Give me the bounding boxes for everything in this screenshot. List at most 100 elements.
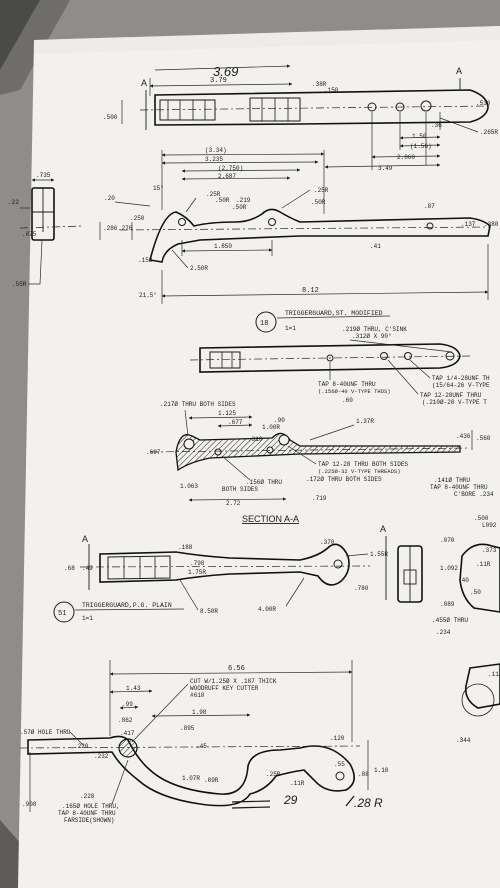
dim-3-49: 3.49 [378,165,393,172]
note-210-28: (.210Ø-28 V-TYPE T [422,399,487,406]
dim-560: .560 [476,435,491,442]
dim-50r-b: .50R [232,204,247,211]
dim-1-00r: 1.00R [262,424,280,431]
note-cbore-234: C'BORE .234 [454,491,494,498]
dim-436: .436 [456,433,471,440]
note-172-thru: .172Ø THRU BOTH SIDES [306,476,382,483]
dim-150: .150 [324,87,339,94]
label-18-title: TRIGGERGUARD,ST. MODIFIED [285,310,383,317]
dim-50r-c: .50R [311,199,326,206]
dim-798: .798 [190,560,205,567]
dim-500-right: .500 [474,515,489,522]
label-18-number: 18 [260,320,268,328]
dim-1-56: (1.56) [410,143,432,150]
note-woodruff: WOODRUFF KEY CUTTER [190,685,259,692]
dim-1-063: 1.063 [180,483,198,490]
handwritten-29: 29 [283,793,298,807]
section-a-a-title: SECTION A-A [242,514,299,524]
label-18-scale: 1=1 [285,325,296,332]
dim-60: .60 [342,397,353,404]
dim-11r: .11R [476,561,491,568]
dim-1-43: 1.43 [126,685,141,692]
pg-section-marker-left: A [82,534,88,544]
dim-417: .417 [120,730,135,737]
note-cut: CUT W/1.25Ø X .187 THICK [190,678,277,685]
mid-plan-view: .219Ø THRU, C'SINK .312Ø X 90° TAP 8-40U… [189,326,490,406]
note-217-thru: .217Ø THRU BOTH SIDES [160,401,236,408]
note-219-thru: .219Ø THRU, C'SINK [342,326,407,333]
note-tap-12-28: TAP 12-28UNF THRU [420,392,482,399]
dim-6-56: 6.56 [228,665,245,673]
dim-373: .373 [482,547,497,554]
dim-1-18: 1.18 [374,767,389,774]
dim-38r: .38R [312,81,327,88]
dim-1-75r: 1.75R [188,569,206,576]
pg-section-marker-right: A [380,524,386,534]
dim-45: .45 [196,743,207,750]
note-312-csink: .312Ø X 90° [352,333,392,340]
dim-3-79: 3.79 [210,77,227,85]
dim-120: .120 [330,735,345,742]
section-a-a-view: .217Ø THRU BOTH SIDES 1.125 .677 .90 1.0… [146,401,494,524]
dim-265r: .265R [480,129,498,136]
dim-l092: L092 [482,522,497,529]
dim-1-850: 1.850 [214,243,232,250]
note-57-hole: .57Ø HOLE THRU [20,729,71,736]
dim-8-50r: 8.50R [200,608,218,615]
dim-2-72: 2.72 [226,500,241,507]
note-tap-8-40-thru: TAP 8-40UNF THRU [430,484,488,491]
dim-21-5: 21.5° [139,292,157,299]
dim-344: .344 [456,737,471,744]
note-tap-8-40-farside: TAP 8-40UNF THRU [58,810,116,817]
dim-41: .41 [370,243,381,250]
dim-276: .276 [118,225,133,232]
dim-735: .735 [36,172,51,179]
dim-2-687: 2.687 [218,173,236,180]
dim-220: .220 [74,743,89,750]
dim-530: .530 [476,100,491,107]
dim-370: .370 [320,539,335,546]
dim-90: .90 [274,417,285,424]
view-label-18: 18 TRIGGERGUARD,ST. MODIFIED 1=1 [255,310,391,333]
note-cutter-610: #610 [190,692,205,699]
dim-99: .99 [122,701,133,708]
dim-1-07r: 1.07R [182,775,200,782]
dim-50r-a: .50R [215,197,230,204]
dim-11-right: .11 [488,671,499,678]
dim-89r: .89R [204,777,219,784]
dim-780: .780 [354,585,369,592]
dim-089: .089 [440,601,455,608]
dim-3-34: (3.34) [205,147,227,154]
label-51-scale: 1=1 [82,615,93,622]
dim-50: .50 [470,589,481,596]
side-view-st-modified: (3.34) 3.235 (2.750) 2.687 .20 15° .25R … [22,147,499,304]
section-marker-a-left: A [141,78,147,88]
dim-875: .875 [22,231,37,238]
note-225-32: (.225Ø-32 V-TYPE THREADS) [318,468,401,475]
note-141-thru: .141Ø THRU [434,477,470,484]
dim-55r: .55R [12,281,27,288]
dim-153: .153 [138,257,153,264]
dim-2-50r: 2.50R [190,265,208,272]
note-tap-1-4-28: TAP 1/4-28UNF TH [432,375,490,382]
dim-49: .49 [82,565,93,572]
angle-15: 15° [153,185,164,192]
note-15-64-26: (15/64-26 V-TYPE [432,382,490,389]
note-165-hole: .165Ø HOLE THRU, [62,803,120,810]
note-tap-8-40: TAP 8-40UNF THRU [318,381,376,388]
dim-677: .677 [228,419,243,426]
handwritten-28r: .28 R [354,796,383,810]
dim-68: .68 [64,565,75,572]
dim-070: .070 [440,537,455,544]
dim-25r-b: .25R [314,187,329,194]
handwritten-length: 3.69 [213,64,238,79]
dim-310: .310 [248,436,263,443]
dim-25r-a: .25R [206,191,221,198]
dim-234: .234 [436,629,451,636]
note-156-40: (.156Ø-40 V-TYPE THDS) [318,388,391,395]
view-label-51: 51 TRIGGERGUARD,P.G. PLAIN 1=1 [53,601,185,623]
dim-908: .908 [22,801,37,808]
dim-3-235: 3.235 [205,156,223,163]
